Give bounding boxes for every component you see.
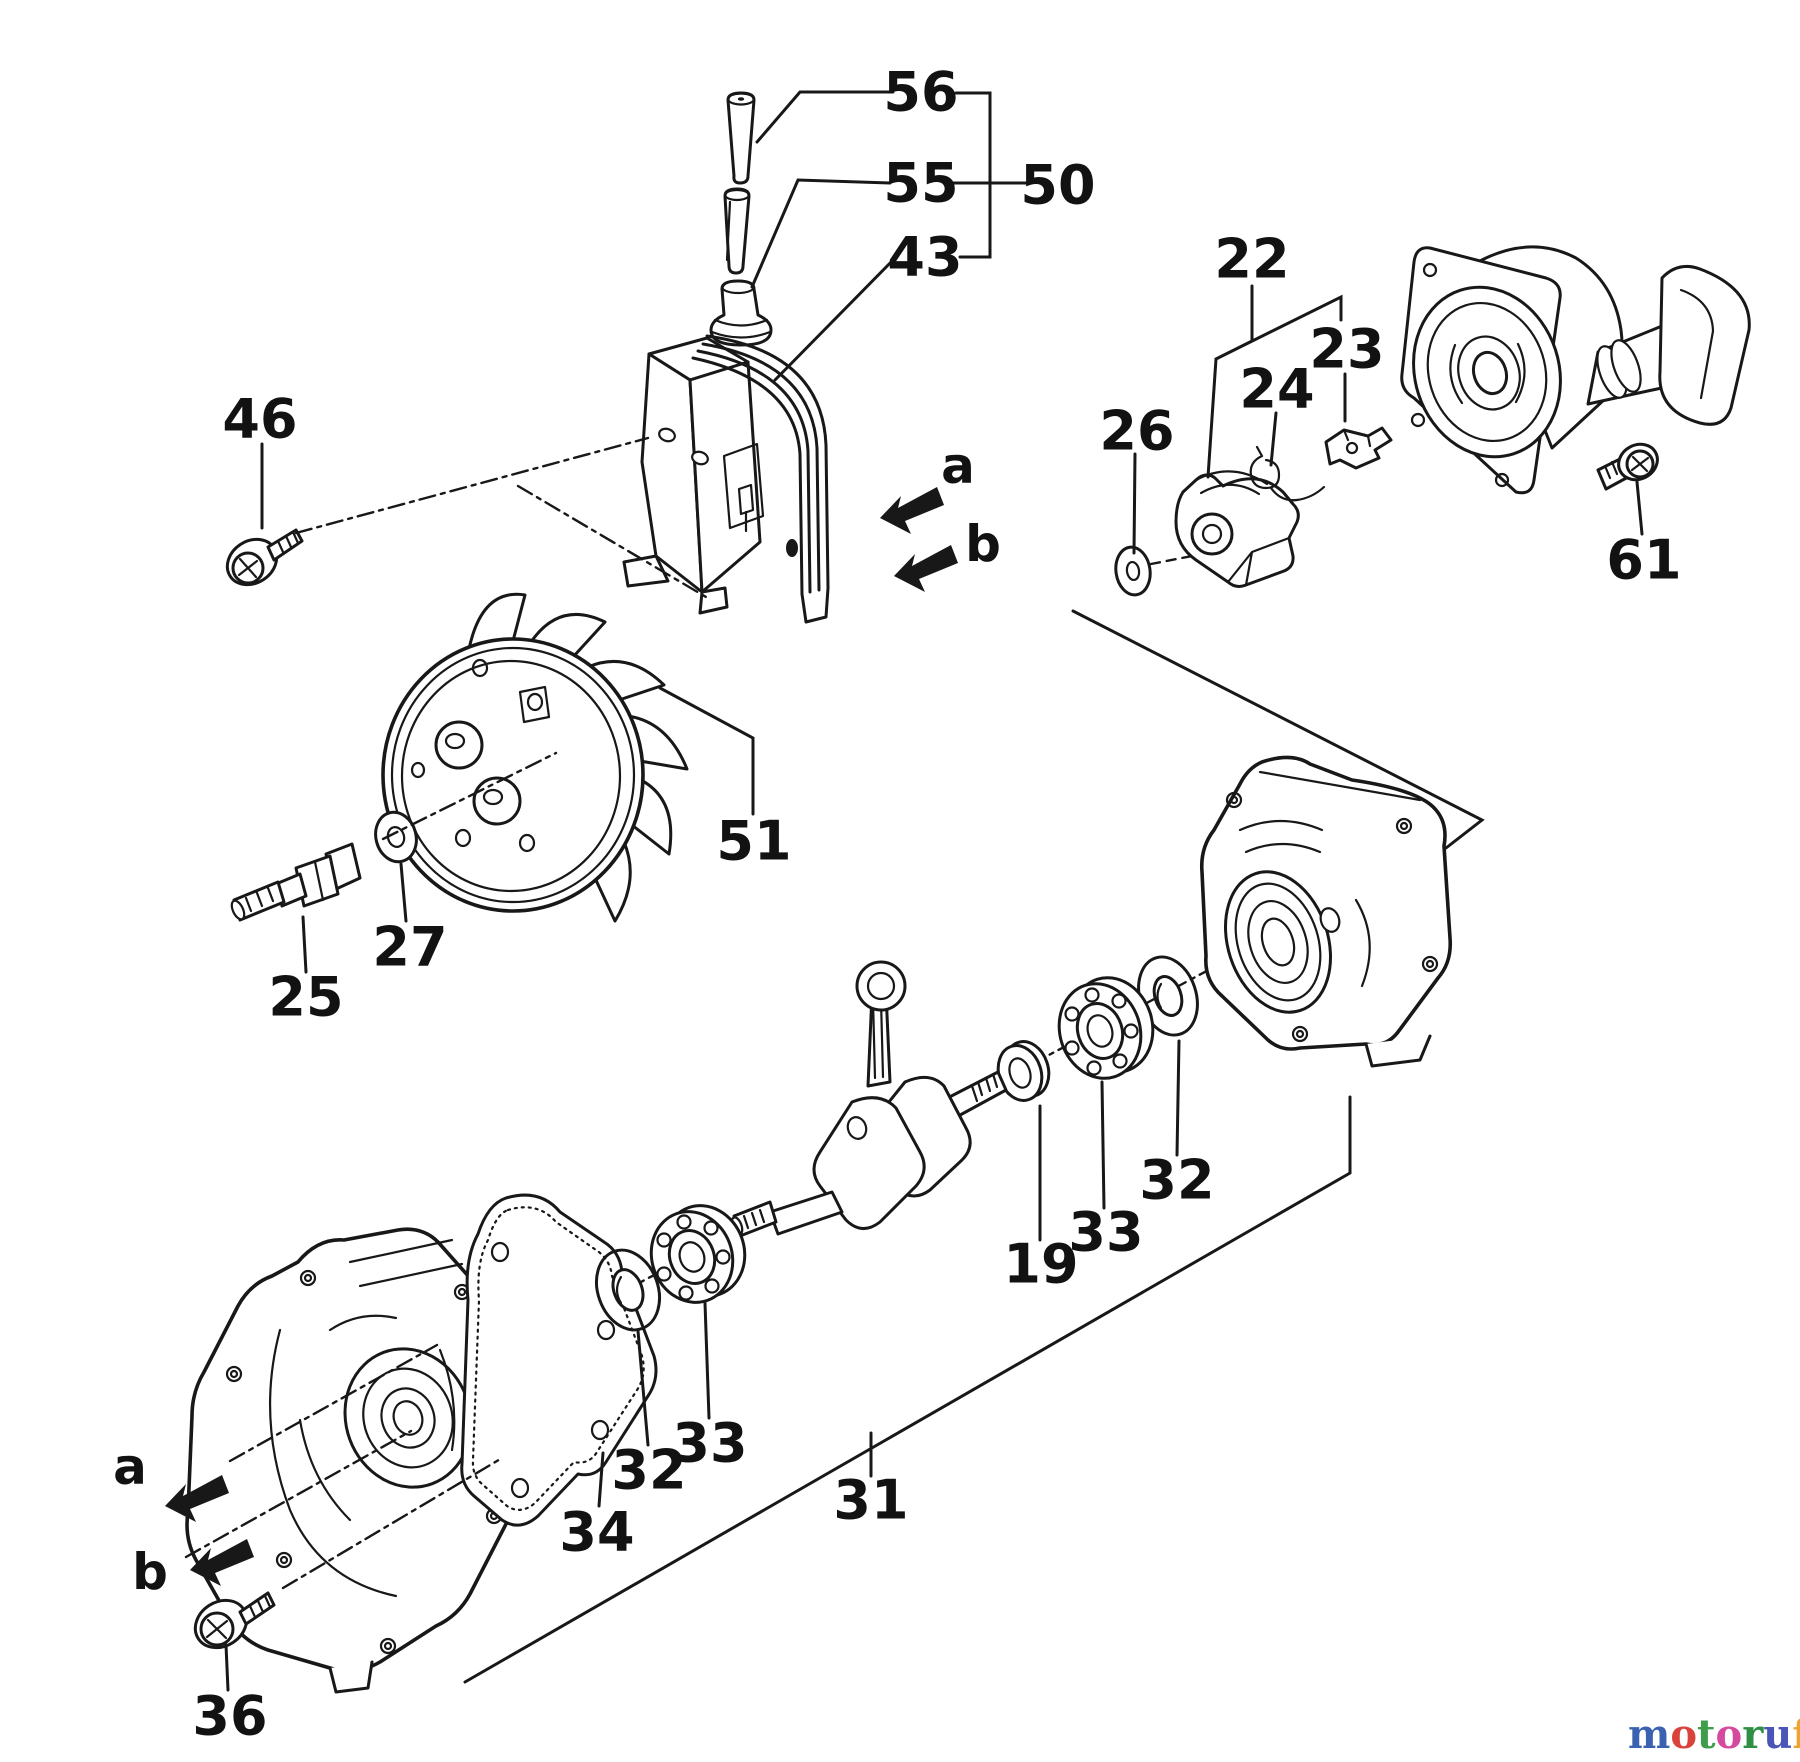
callout-36: 36 xyxy=(192,1685,267,1748)
leader-34 xyxy=(597,1451,605,1508)
part-34-gasket xyxy=(460,1193,658,1527)
leader-55 xyxy=(750,178,892,289)
arrow-b-axis xyxy=(184,1429,413,1559)
part-55-tube xyxy=(723,187,751,275)
wm-letter-u: u xyxy=(1763,1711,1792,1758)
callout-34: 34 xyxy=(559,1501,634,1564)
part-56-tube xyxy=(726,91,756,185)
callout-55: 55 xyxy=(883,152,958,215)
leader-36 xyxy=(224,1643,230,1692)
callout-a-coil: a xyxy=(941,437,975,495)
part-22-rotor-cam xyxy=(1174,470,1300,588)
wm-letter-o1: o xyxy=(1670,1711,1697,1758)
part-27-washer xyxy=(374,810,418,864)
leader-32-right xyxy=(1175,1039,1181,1157)
callout-26: 26 xyxy=(1099,400,1174,463)
callout-19: 19 xyxy=(1003,1233,1078,1296)
leader-43 xyxy=(773,253,900,382)
svg-text:motoruf.de: motoruf.de xyxy=(1628,1711,1800,1758)
part-spark-plug-cap xyxy=(709,279,773,347)
part-43-ignition-coil xyxy=(622,334,830,624)
part-23-clamp xyxy=(1324,426,1393,470)
part-26-washer xyxy=(1114,545,1152,597)
part-19-washer xyxy=(996,1040,1051,1102)
part-46-screw xyxy=(225,528,304,587)
wm-letter-o2: o xyxy=(1716,1711,1743,1758)
callout-56: 56 xyxy=(883,61,958,124)
part-36-screw xyxy=(193,1591,276,1650)
leader-24 xyxy=(1269,411,1278,467)
callout-a-crankcase: a xyxy=(113,1438,147,1496)
leader-22 xyxy=(1206,284,1343,479)
wm-letter-t: t xyxy=(1697,1711,1716,1758)
callout-31: 31 xyxy=(833,1469,908,1532)
crank-axis-right xyxy=(1000,922,1297,1082)
callout-51: 51 xyxy=(716,810,791,873)
arrow-a-coil-icon xyxy=(880,487,944,534)
part-crankcase-right xyxy=(1199,755,1453,1068)
axis-lines-over xyxy=(184,436,1485,1590)
flywheel-axis xyxy=(381,751,558,841)
leader-32-left xyxy=(636,1329,650,1447)
part-61-screw xyxy=(1596,442,1659,491)
callout-61: 61 xyxy=(1606,529,1681,592)
coil-screw-axis xyxy=(294,436,650,535)
leader-56 xyxy=(755,90,895,144)
coil-flywheel-axis xyxy=(516,484,708,599)
wm-letter-m: m xyxy=(1628,1711,1670,1758)
leader-51 xyxy=(658,686,755,816)
screw-36-axis xyxy=(281,1456,504,1590)
callout-32-left: 32 xyxy=(611,1439,686,1502)
part-51-flywheel xyxy=(381,592,689,923)
leader-27 xyxy=(399,862,408,923)
callout-33-right: 33 xyxy=(1068,1201,1143,1264)
leader-26 xyxy=(1132,452,1137,555)
callout-23: 23 xyxy=(1309,318,1384,381)
part-24-spring xyxy=(1249,445,1326,502)
leader-33-left xyxy=(703,1301,711,1420)
callout-27: 27 xyxy=(372,916,447,979)
bracket-50 xyxy=(951,91,1028,259)
arrow-a-axis xyxy=(228,1343,439,1463)
part-32-seal-left xyxy=(595,1248,661,1332)
callout-43: 43 xyxy=(887,226,962,289)
part-crankshaft xyxy=(730,960,1008,1238)
leader-lines xyxy=(224,90,1644,1692)
callout-labels: 56 55 43 50 46 22 23 24 26 61 51 27 25 1… xyxy=(113,61,1681,1748)
wm-letter-f: f xyxy=(1792,1711,1800,1758)
leader-33-right xyxy=(1100,1080,1106,1210)
part-33-bearing-right xyxy=(1057,976,1155,1080)
part-33-bearing-left xyxy=(649,1204,747,1304)
leader-31 xyxy=(463,1095,1352,1684)
part-25-bolt xyxy=(230,842,362,922)
callout-33-left: 33 xyxy=(672,1412,747,1475)
washer-26-dash xyxy=(1149,554,1194,566)
wm-letter-r: r xyxy=(1742,1711,1764,1758)
leader-61 xyxy=(1635,480,1644,536)
callout-25: 25 xyxy=(268,966,343,1029)
watermark-logo[interactable]: motoruf.de xyxy=(1628,1711,1800,1758)
callout-22: 22 xyxy=(1214,228,1289,291)
callout-50: 50 xyxy=(1020,154,1095,217)
arrow-b-coil-icon xyxy=(894,545,958,592)
part-starter-assembly xyxy=(1400,245,1751,495)
callout-32-right: 32 xyxy=(1139,1149,1214,1212)
rotor-assembly-line xyxy=(1071,609,1485,850)
leader-25 xyxy=(301,915,308,974)
callout-46: 46 xyxy=(222,388,297,451)
callout-24: 24 xyxy=(1239,358,1314,421)
callout-b-coil: b xyxy=(965,515,1001,573)
callout-b-crankcase: b xyxy=(132,1543,168,1601)
